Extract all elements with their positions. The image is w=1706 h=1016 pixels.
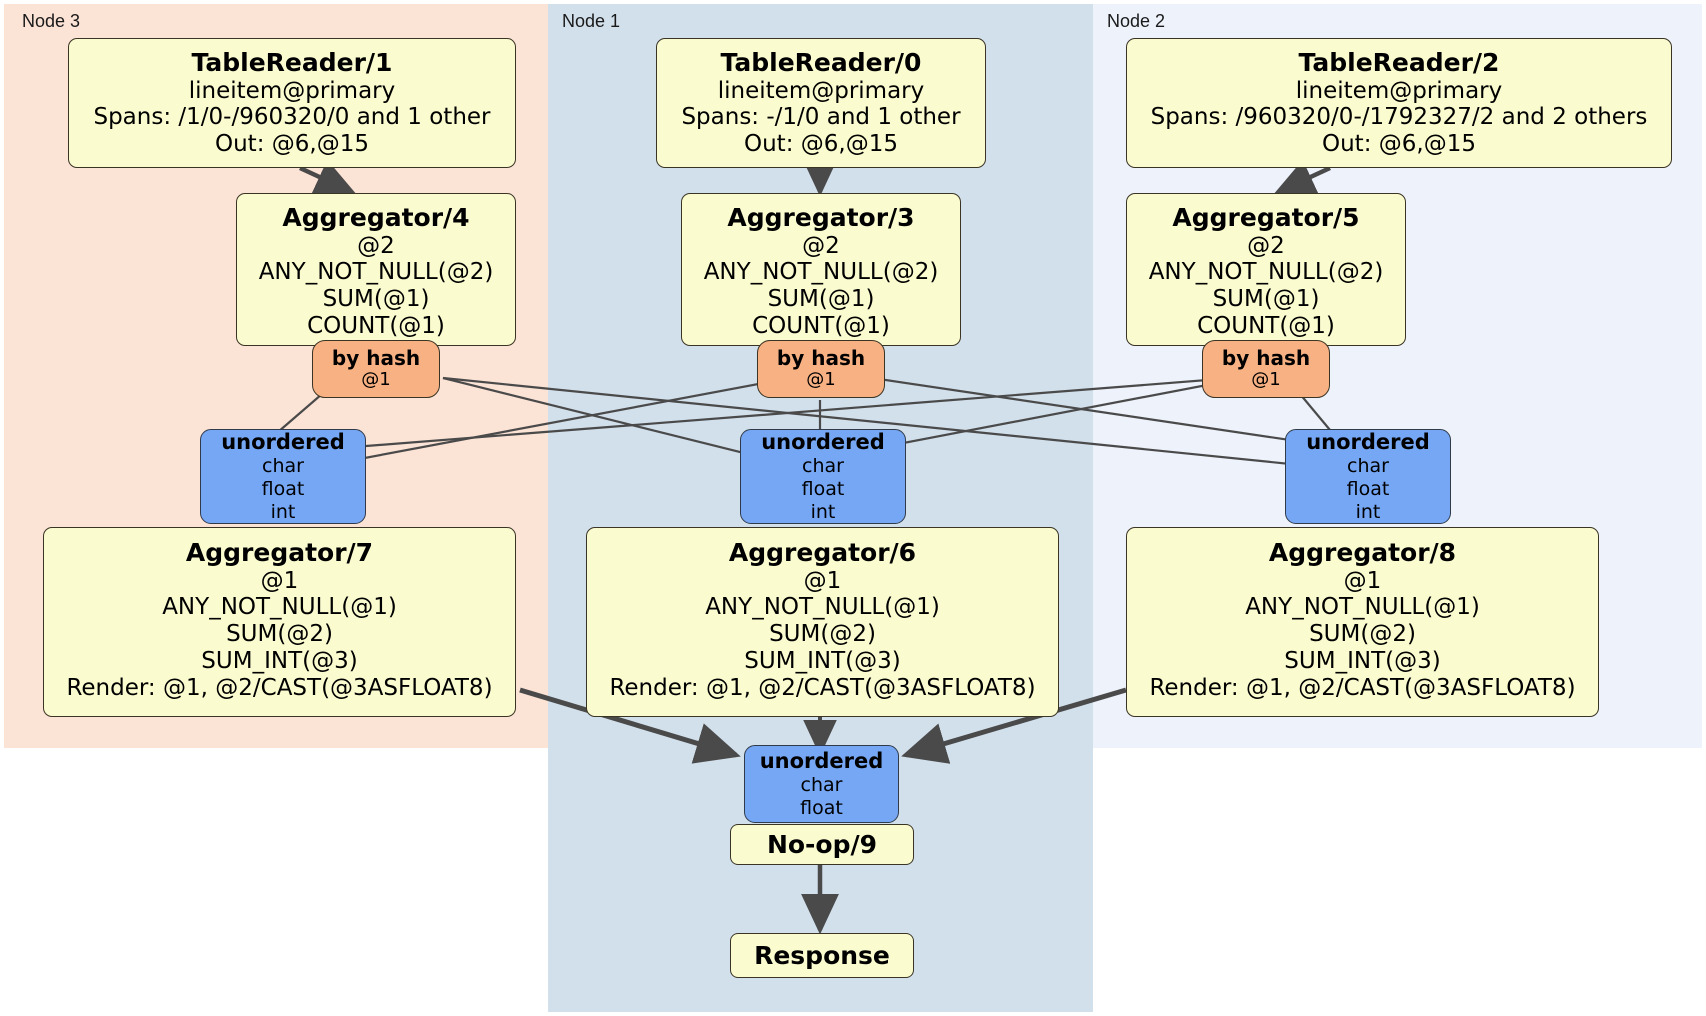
processor-detail: Out: @6,@15 xyxy=(744,131,898,158)
processor-detail: SUM(@1) xyxy=(1212,286,1320,313)
synchronizer-type: char xyxy=(802,454,844,477)
synchronizer-type: float xyxy=(261,477,305,500)
processor-title: Response xyxy=(754,941,890,970)
processor-table-reader-1[interactable]: TableReader/1 lineitem@primary Spans: /1… xyxy=(68,38,516,168)
synchronizer-type: float xyxy=(1346,477,1390,500)
processor-detail: SUM_INT(@3) xyxy=(1284,648,1441,675)
processor-detail: ANY_NOT_NULL(@2) xyxy=(1148,259,1384,286)
processor-detail: ANY_NOT_NULL(@1) xyxy=(1245,594,1480,621)
processor-detail: SUM(@1) xyxy=(322,286,430,313)
processor-detail: Spans: -/1/0 and 1 other xyxy=(681,104,961,131)
processor-detail: Spans: /1/0-/960320/0 and 1 other xyxy=(93,104,491,131)
processor-no-op-9[interactable]: No-op/9 xyxy=(730,824,914,865)
processor-detail: COUNT(@1) xyxy=(307,313,445,340)
synchronizer-type: int xyxy=(810,500,836,523)
processor-title: No-op/9 xyxy=(766,830,878,859)
synchronizer-type: char xyxy=(1347,454,1389,477)
processor-aggregator-4[interactable]: Aggregator/4 @2 ANY_NOT_NULL(@2) SUM(@1)… xyxy=(236,193,516,346)
processor-detail: ANY_NOT_NULL(@1) xyxy=(705,594,940,621)
processor-detail: @1 xyxy=(1343,567,1382,594)
processor-title: Aggregator/6 xyxy=(728,538,917,567)
processor-detail: Out: @6,@15 xyxy=(1322,131,1476,158)
processor-aggregator-8[interactable]: Aggregator/8 @1 ANY_NOT_NULL(@1) SUM(@2)… xyxy=(1126,527,1599,717)
processor-title: Aggregator/8 xyxy=(1268,538,1457,567)
processor-render: Render: @1, @2/CAST(@3ASFLOAT8) xyxy=(1149,675,1576,702)
synchronizer-unordered-final[interactable]: unordered char float xyxy=(744,745,899,823)
processor-response[interactable]: Response xyxy=(730,933,914,978)
processor-aggregator-3[interactable]: Aggregator/3 @2 ANY_NOT_NULL(@2) SUM(@1)… xyxy=(681,193,961,346)
synchronizer-title: unordered xyxy=(1306,429,1430,454)
synchronizer-type: char xyxy=(800,773,843,796)
processor-render: Render: @1, @2/CAST(@3ASFLOAT8) xyxy=(609,675,1036,702)
processor-render: Render: @1, @2/CAST(@3ASFLOAT8) xyxy=(66,675,493,702)
synchronizer-title: unordered xyxy=(761,429,885,454)
processor-aggregator-6[interactable]: Aggregator/6 @1 ANY_NOT_NULL(@1) SUM(@2)… xyxy=(586,527,1059,717)
processor-detail: Out: @6,@15 xyxy=(215,131,369,158)
router-by-hash-left[interactable]: by hash @1 xyxy=(312,340,440,398)
router-title: by hash xyxy=(1221,346,1311,371)
processor-detail: Spans: /960320/0-/1792327/2 and 2 others xyxy=(1150,104,1648,131)
processor-title: TableReader/0 xyxy=(720,48,922,77)
node-region-label-node2: Node 2 xyxy=(1107,11,1166,31)
processor-detail: COUNT(@1) xyxy=(752,313,890,340)
processor-detail: lineitem@primary xyxy=(188,77,396,104)
processor-title: TableReader/1 xyxy=(191,48,393,77)
processor-detail: @1 xyxy=(803,567,842,594)
processor-detail: SUM(@2) xyxy=(1309,621,1416,648)
synchronizer-type: int xyxy=(270,500,296,523)
synchronizer-title: unordered xyxy=(221,429,345,454)
processor-title: TableReader/2 xyxy=(1298,48,1500,77)
processor-detail: @1 xyxy=(260,567,299,594)
processor-detail: SUM(@2) xyxy=(226,621,333,648)
synchronizer-unordered-center[interactable]: unordered char float int xyxy=(740,429,906,524)
node-region-label-node3: Node 3 xyxy=(22,11,81,31)
processor-detail: SUM(@1) xyxy=(767,286,875,313)
processor-title: Aggregator/3 xyxy=(727,203,915,232)
router-by-hash-right[interactable]: by hash @1 xyxy=(1202,340,1330,398)
processor-detail: ANY_NOT_NULL(@2) xyxy=(258,259,494,286)
processor-detail: @2 xyxy=(1247,232,1285,259)
processor-detail: @2 xyxy=(357,232,395,259)
processor-detail: lineitem@primary xyxy=(717,77,925,104)
processor-title: Aggregator/4 xyxy=(282,203,470,232)
processor-detail: @2 xyxy=(802,232,840,259)
node-region-label-node1: Node 1 xyxy=(562,11,621,31)
synchronizer-type: int xyxy=(1355,500,1381,523)
router-by-hash-center[interactable]: by hash @1 xyxy=(757,340,885,398)
processor-title: Aggregator/5 xyxy=(1172,203,1360,232)
synchronizer-type: char xyxy=(262,454,304,477)
synchronizer-title: unordered xyxy=(759,748,884,773)
processor-title: Aggregator/7 xyxy=(185,538,374,567)
processor-detail: ANY_NOT_NULL(@1) xyxy=(162,594,397,621)
synchronizer-type: float xyxy=(800,796,843,819)
processor-table-reader-0[interactable]: TableReader/0 lineitem@primary Spans: -/… xyxy=(656,38,986,168)
processor-table-reader-2[interactable]: TableReader/2 lineitem@primary Spans: /9… xyxy=(1126,38,1672,168)
router-title: by hash xyxy=(776,346,866,371)
processor-detail: lineitem@primary xyxy=(1295,77,1503,104)
router-detail: @1 xyxy=(806,369,836,391)
processor-detail: COUNT(@1) xyxy=(1197,313,1335,340)
processor-aggregator-5[interactable]: Aggregator/5 @2 ANY_NOT_NULL(@2) SUM(@1)… xyxy=(1126,193,1406,346)
synchronizer-unordered-right[interactable]: unordered char float int xyxy=(1285,429,1451,524)
processor-aggregator-7[interactable]: Aggregator/7 @1 ANY_NOT_NULL(@1) SUM(@2)… xyxy=(43,527,516,717)
processor-detail: SUM_INT(@3) xyxy=(744,648,901,675)
synchronizer-unordered-left[interactable]: unordered char float int xyxy=(200,429,366,524)
router-detail: @1 xyxy=(361,369,391,391)
router-detail: @1 xyxy=(1251,369,1281,391)
processor-detail: SUM_INT(@3) xyxy=(201,648,358,675)
router-title: by hash xyxy=(331,346,421,371)
processor-detail: SUM(@2) xyxy=(769,621,876,648)
processor-detail: ANY_NOT_NULL(@2) xyxy=(703,259,939,286)
synchronizer-type: float xyxy=(801,477,845,500)
